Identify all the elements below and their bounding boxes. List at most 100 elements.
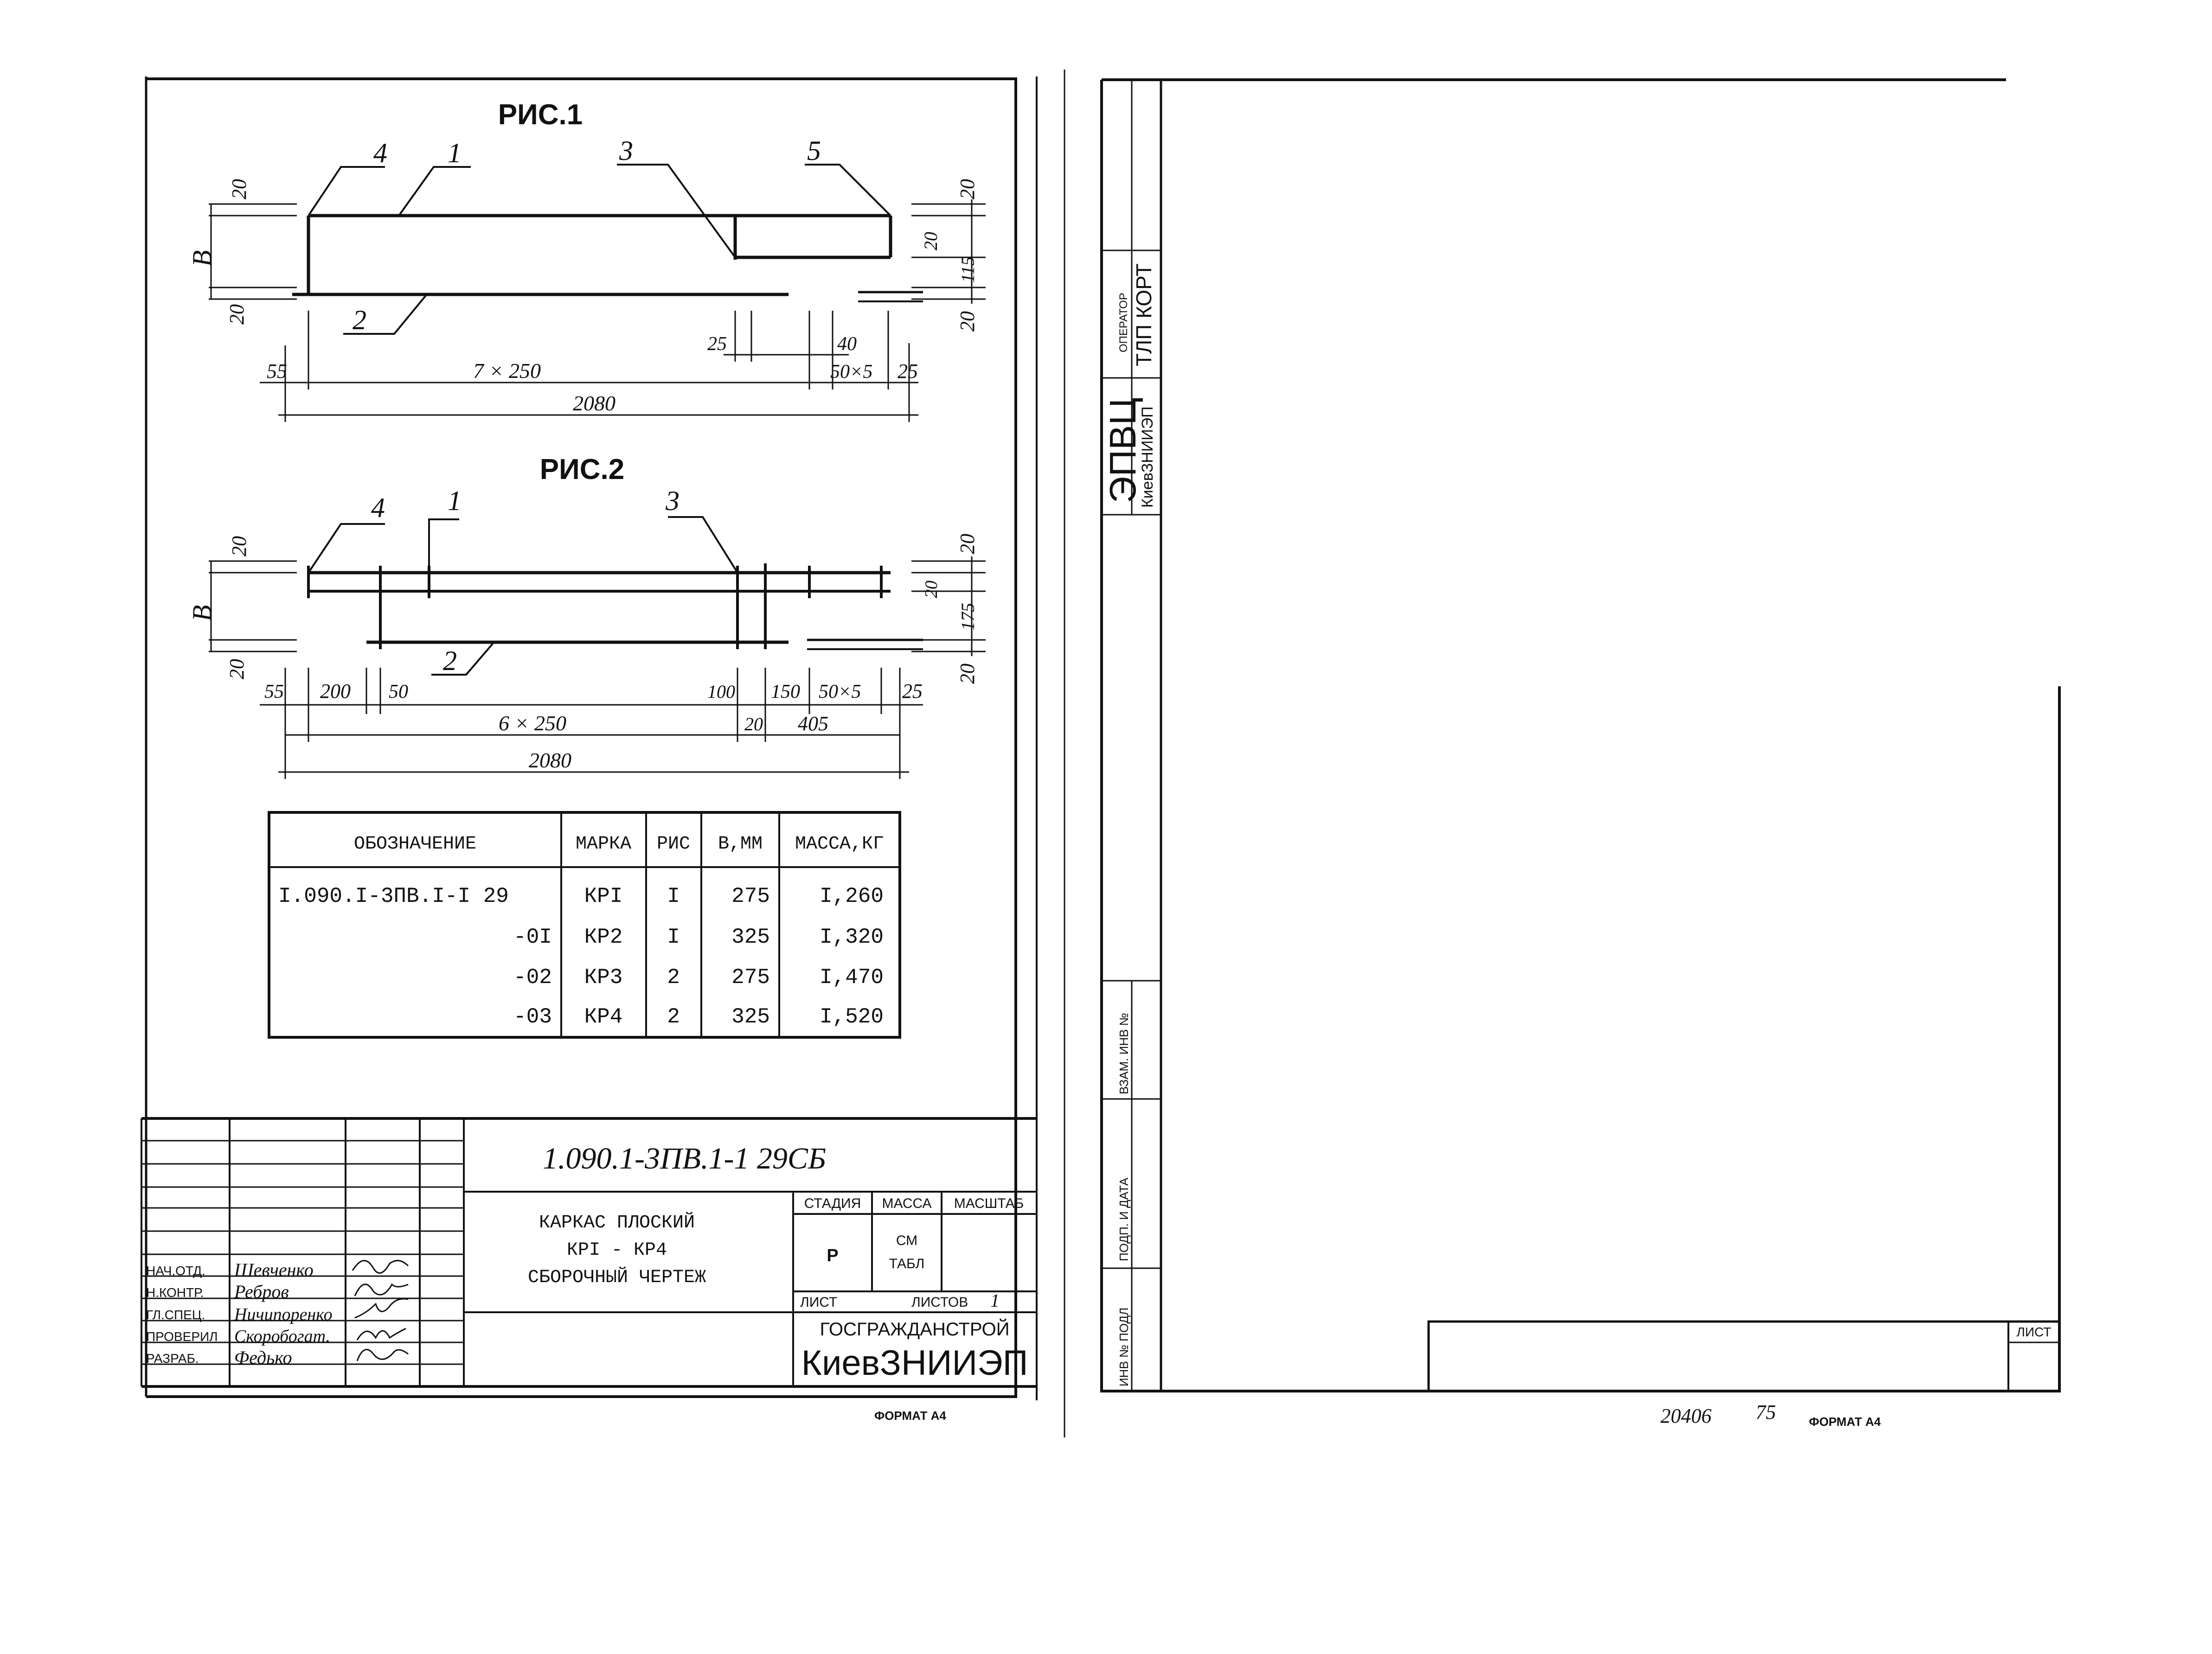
spec-cell-fig: 2 (667, 965, 680, 990)
org-line-2: КиевЗНИИЭП (801, 1343, 1028, 1383)
fig2-right-dim-lines (911, 556, 986, 656)
spec-header-designation: ОБОЗНАЧЕНИЕ (354, 834, 476, 855)
fig2-dim-150: 150 (771, 681, 800, 702)
fig2-dim-50: 50 (389, 681, 408, 702)
item-name-line-1: КАРКАС ПЛОСКИЙ (539, 1212, 695, 1233)
sheet-1: РИС.1 4 1 3 5 2 20 B 20 (141, 70, 1065, 1437)
fig2-left-dim-lines (209, 560, 297, 652)
spec-cell-fig: 2 (667, 1005, 680, 1029)
mass-value-1: СМ (896, 1233, 917, 1248)
fig2-dim-50x5: 50×5 (819, 681, 861, 702)
staff-name: Ничипоренко (234, 1305, 333, 1324)
staff-role: ГЛ.СПЕЦ. (146, 1308, 205, 1322)
spec-header-mass: МАССА,КГ (795, 834, 884, 855)
staff-role: РАЗРАБ. (146, 1351, 199, 1366)
sheets-value: 1 (990, 1290, 1000, 1311)
fig2-callout-2: 2 (443, 645, 457, 676)
signature (352, 1260, 409, 1274)
staff-role: ПРОВЕРИЛ (146, 1329, 218, 1344)
fig1-leader-1 (398, 166, 471, 217)
sheet-label: ЛИСТ (800, 1295, 837, 1310)
mass-header: МАССА (882, 1196, 931, 1211)
spec-cell-mass: I,320 (820, 925, 884, 949)
fig2-dim-r-20: 20 (922, 581, 941, 598)
spec-cell-designation: -03 (513, 1005, 552, 1029)
fig1-dim-2080: 2080 (573, 391, 616, 415)
fig2-callout-4: 4 (371, 492, 385, 523)
sheet-2: ОПЕРАТОР ТЛП КОРТ ЭПВЦ КиевЗНИИЭП ВЗАМ. … (1100, 78, 2061, 1429)
fig2-dim-bot20: 20 (225, 659, 248, 679)
fig1-dim-7x250: 7 × 250 (473, 359, 541, 383)
fig2-dim-6x250: 6 × 250 (499, 711, 566, 735)
item-name-line-2: КРI - КР4 (567, 1240, 667, 1261)
spec-cell-b: 275 (731, 965, 770, 990)
fig1-dim-25-right: 25 (898, 360, 918, 383)
sheet-1-frame (146, 77, 1017, 1398)
fig2-dim-25: 25 (902, 680, 923, 702)
signature (354, 1298, 409, 1319)
fig1-dim-r-bot20: 20 (956, 311, 979, 332)
fig1-dim-r-115: 115 (957, 256, 978, 283)
sheet-2-bottom-stamp (1427, 1320, 2061, 1392)
fig2-dim-55: 55 (264, 681, 284, 702)
spec-cell-mark: КР2 (584, 925, 623, 949)
format-label: ФОРМАТ А4 (874, 1409, 946, 1423)
fig2-dim-r-top20: 20 (956, 534, 979, 554)
fig1-dim-55: 55 (267, 360, 287, 383)
side-label-vzam: ВЗАМ. ИНВ № (1117, 1013, 1131, 1094)
fig2-dim-200: 200 (320, 680, 351, 702)
figure-1: РИС.1 4 1 3 5 2 20 B 20 (187, 99, 986, 422)
fig1-leader-3 (617, 164, 736, 258)
side-label-inv: ИНВ № ПОДЛ (1117, 1308, 1131, 1386)
fig1-dim-top20: 20 (228, 179, 250, 199)
sheet-2-sheet-label: ЛИСТ (2017, 1325, 2052, 1339)
staff-columns (141, 1118, 465, 1386)
spec-table: ОБОЗНАЧЕНИЕ МАРКА РИС В,ММ МАССА,КГ I.09… (268, 811, 901, 1039)
document-code: 1.090.1-3ПВ.1-1 29СБ (543, 1142, 826, 1175)
fig2-callout-3: 3 (665, 485, 680, 516)
spec-table-column-rules (560, 812, 780, 1037)
signature (354, 1283, 409, 1296)
fig1-left-dim-lines (209, 203, 297, 300)
stamp-epvc: ЭПВЦ (1102, 397, 1143, 503)
format-label: ФОРМАТ А4 (1809, 1415, 1881, 1429)
fig2-dim-20: 20 (744, 714, 763, 734)
footer-sheet-number: 75 (1756, 1401, 1776, 1424)
staff-name: Скоробогат. (234, 1327, 330, 1346)
fig2-dim-405: 405 (798, 712, 828, 735)
stamp-org: КиевЗНИИЭП (1139, 406, 1156, 508)
fig1-callout-2: 2 (353, 305, 366, 335)
fig2-leader-4 (308, 523, 385, 574)
fig1-leader-5 (805, 164, 891, 217)
fig1-dim-40: 40 (837, 333, 857, 355)
fig2-title: РИС.2 (540, 453, 624, 485)
fig1-extension-lines (284, 311, 910, 422)
spec-cell-b: 325 (731, 925, 770, 949)
fig1-dim-b: B (187, 250, 217, 267)
spec-header-b: В,ММ (718, 834, 763, 855)
fig1-title: РИС.1 (498, 99, 583, 131)
table-row: -0I КР2 I 325 I,320 (513, 925, 884, 949)
spec-cell-mark: КР4 (584, 1005, 623, 1029)
fig2-posts (307, 563, 883, 649)
fig1-right-dim-lines (911, 199, 986, 304)
spec-header-fig: РИС (657, 834, 690, 855)
spec-cell-b: 275 (731, 884, 770, 908)
staff-name: Шевченко (234, 1259, 314, 1280)
fig1-leader-2 (343, 294, 428, 335)
staff-name: Ребров (234, 1281, 289, 1302)
spec-cell-mark: КР3 (584, 965, 623, 990)
spec-cell-mass: I,520 (820, 1005, 884, 1029)
staff-rows (141, 1140, 464, 1365)
fig2-leader-3 (668, 516, 738, 574)
spec-cell-fig: I (667, 884, 680, 908)
stamp-operator: ОПЕРАТОР (1117, 293, 1130, 352)
fig1-dim-bot20: 20 (225, 304, 248, 325)
spec-table-border (268, 811, 901, 1039)
fig1-callout-3: 3 (619, 135, 633, 166)
staff-name: Федько (234, 1347, 292, 1368)
fig2-leader-1 (428, 518, 459, 573)
item-name-line-3: СБОРОЧНЫЙ ЧЕРТЕЖ (528, 1266, 706, 1288)
stage-value: Р (827, 1246, 838, 1265)
